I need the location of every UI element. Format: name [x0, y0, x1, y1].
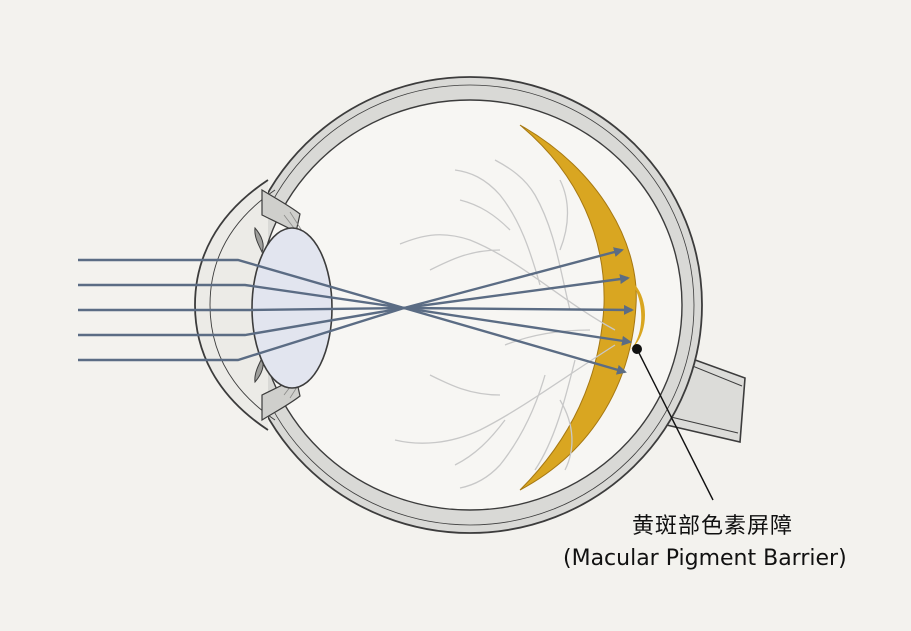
light-ray-2 — [78, 274, 630, 310]
light-ray-5 — [78, 306, 627, 375]
light-rays — [78, 247, 634, 375]
light-ray-3 — [78, 304, 634, 315]
light-ray-4 — [78, 306, 632, 346]
light-ray-1 — [78, 247, 624, 310]
macula-pigment-layer — [519, 124, 645, 491]
callout — [632, 344, 714, 501]
callout-leader-line — [636, 348, 714, 501]
callout-dot — [632, 344, 642, 354]
cornea — [194, 179, 276, 431]
retinal-vessels — [394, 159, 616, 489]
callout-label-chinese: 黄斑部色素屏障 — [632, 514, 794, 539]
callout-label-english: (Macular Pigment Barrier) — [563, 546, 847, 571]
